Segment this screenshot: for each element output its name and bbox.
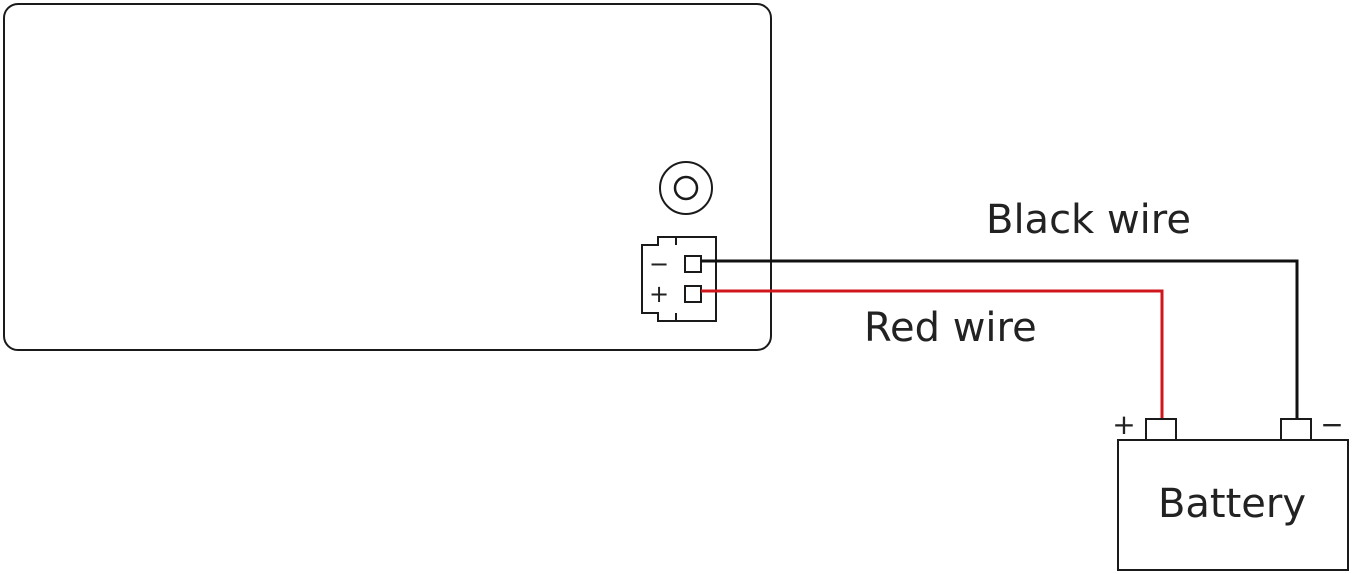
battery-negative-symbol: −	[1320, 408, 1343, 441]
mounting-hole-icon	[659, 161, 713, 215]
connector-positive-pin	[684, 285, 702, 303]
connector-positive-symbol: +	[649, 280, 669, 308]
battery-positive-symbol: +	[1112, 408, 1135, 441]
battery-label: Battery	[1158, 481, 1306, 527]
connector-negative-symbol: −	[649, 250, 669, 278]
battery	[1117, 439, 1349, 571]
red-wire-label: Red wire	[864, 305, 1037, 351]
black-wire-label: Black wire	[986, 197, 1191, 243]
battery-positive-terminal	[1145, 418, 1177, 441]
device-enclosure	[3, 3, 772, 351]
red-wire	[701, 289, 1164, 419]
connector-negative-pin	[684, 255, 702, 273]
battery-negative-terminal	[1280, 418, 1312, 441]
black-wire	[701, 259, 1299, 419]
